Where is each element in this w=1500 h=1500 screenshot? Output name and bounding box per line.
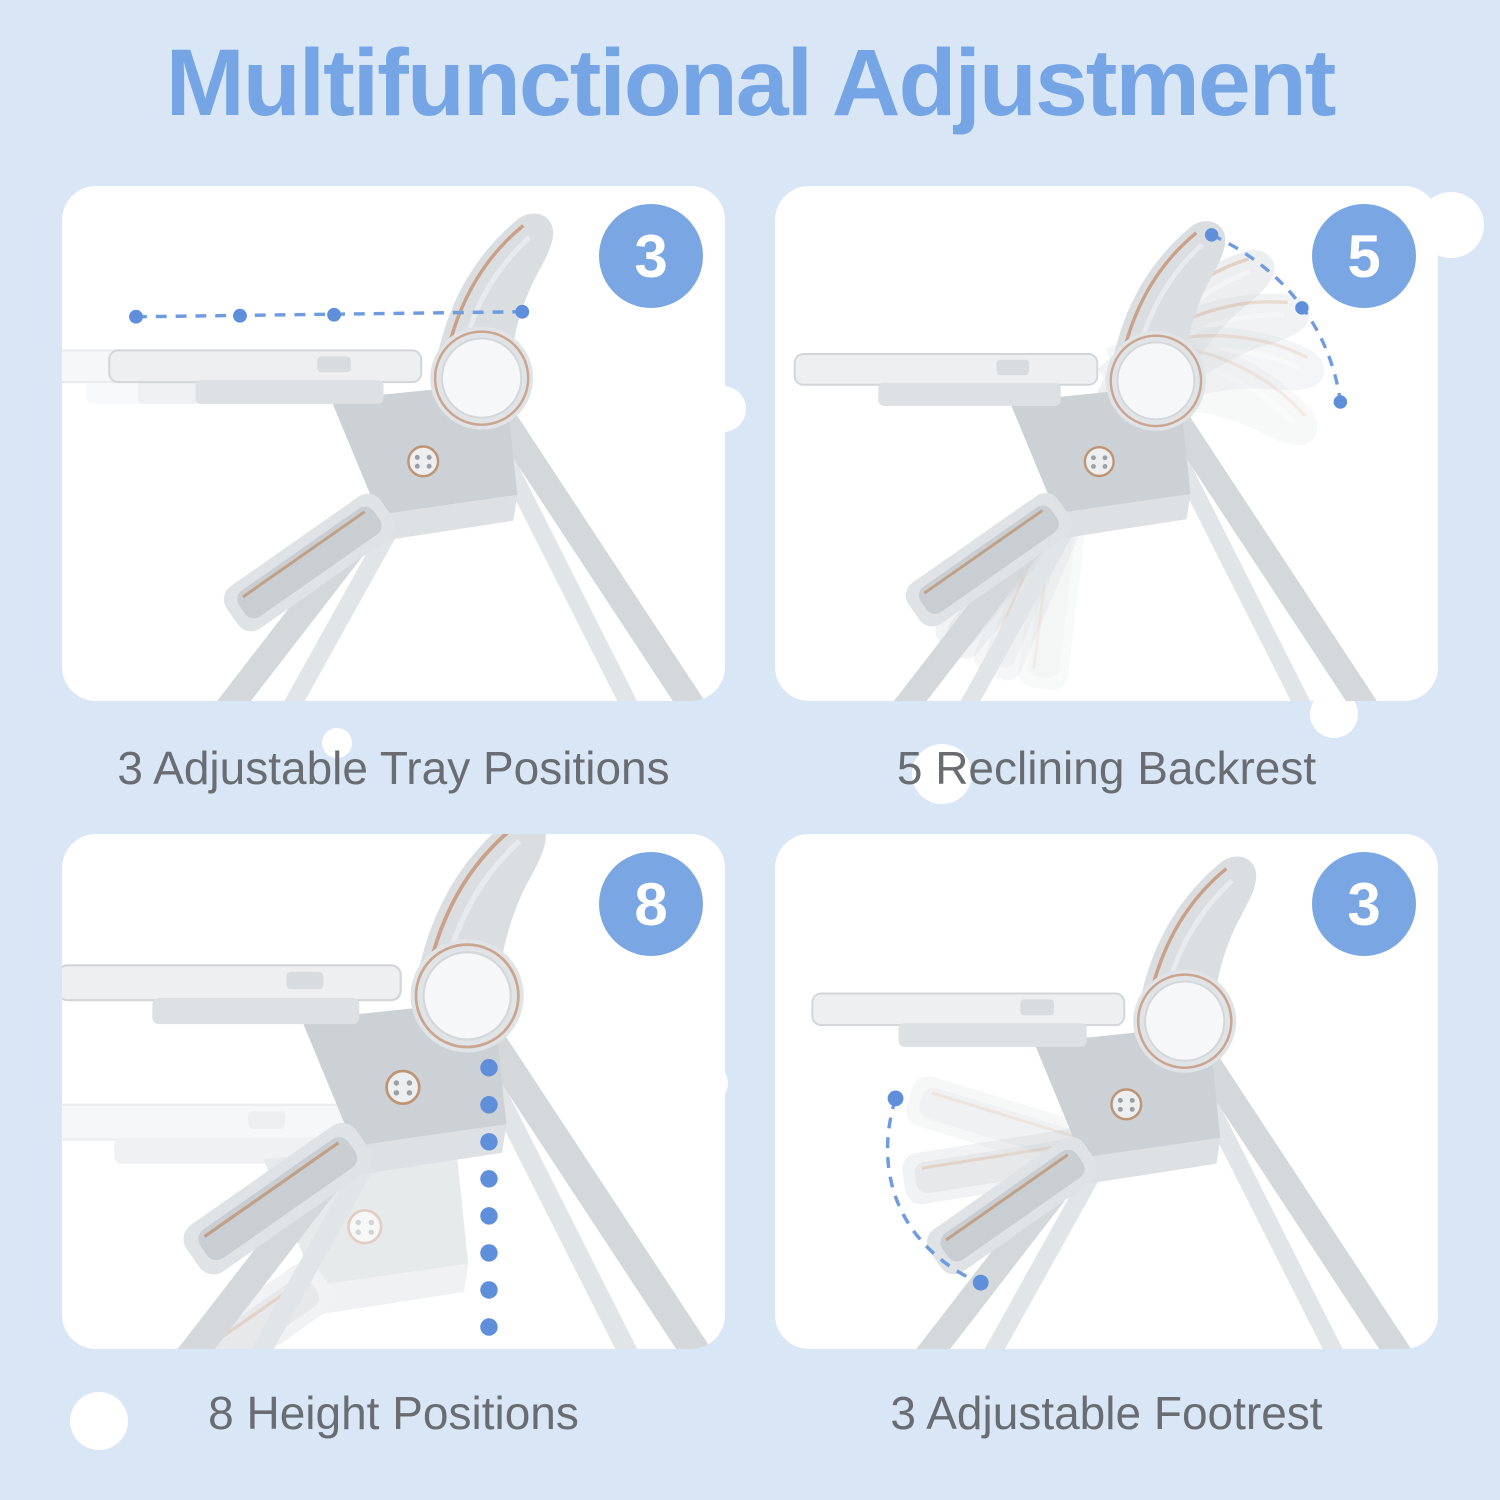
badge-number: 5 [1347,222,1381,290]
caption-tray-positions: 3 Adjustable Tray Positions [117,741,670,794]
panel-height-positions: 8 8 Height Positions [62,834,725,1477]
recline-arc-guide [1210,233,1343,403]
feature-count-badge: 5 [1312,204,1416,309]
panel-card-tray: 3 [62,186,725,702]
caption-reclining-backrest: 5 Reclining Backrest [896,741,1317,794]
feature-count-badge: 8 [599,852,703,957]
tray-slide-guide-line [135,310,523,319]
panel-card-recline: 5 [775,186,1438,702]
high-chair [795,222,1369,702]
high-chair-image-tray [62,186,725,701]
polka-dot [912,744,972,804]
panel-card-footrest: 3 [775,834,1438,1350]
caption-adjustable-footrest: 3 Adjustable Footrest [890,1387,1323,1440]
feature-count-badge: 3 [599,204,703,309]
panel-grid: 3 3 Adjustable Tray Positions [62,186,1438,1477]
caption-height-positions: 8 Height Positions [208,1387,579,1440]
height-guide-dots [480,1059,498,1337]
panel-reclining-backrest: 5 5 Reclining Backrest [775,186,1438,834]
badge-number: 3 [634,222,668,290]
footrest-arc-guide [885,1098,980,1285]
polka-dot [322,728,352,758]
panel-card-height: 8 [62,834,725,1350]
feature-count-badge: 3 [1312,852,1416,957]
high-chair-image-footrest [775,834,1438,1349]
high-chair-image-recline [775,186,1438,702]
high-chair-image-height [62,834,725,1350]
page-title: Multifunctional Adjustment [165,30,1337,136]
badge-number: 8 [634,870,668,938]
badge-number: 3 [1347,870,1381,938]
polka-dot [70,1392,128,1450]
panel-tray-positions: 3 3 Adjustable Tray Positions [62,186,725,834]
panel-adjustable-footrest: 3 3 Adjustable Footrest [775,834,1438,1477]
